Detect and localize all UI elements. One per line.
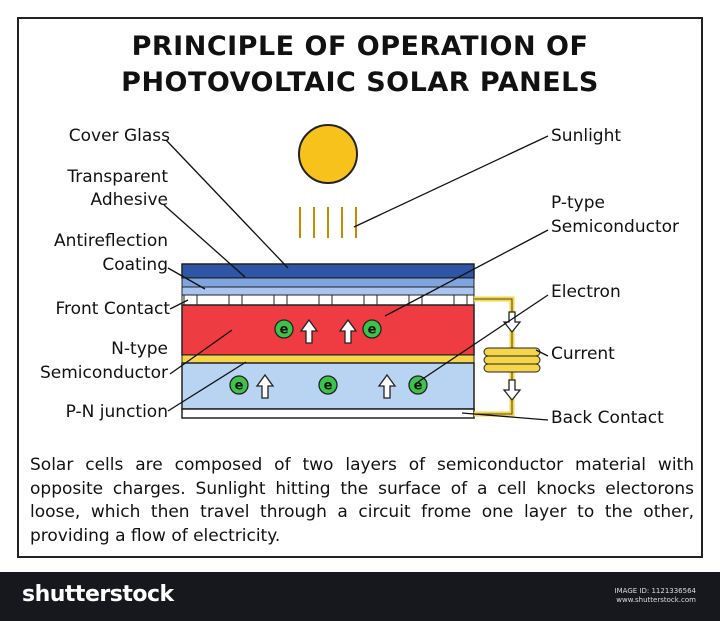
label-electron: Electron	[551, 282, 621, 302]
label-cover-glass: Cover Glass	[68, 126, 170, 146]
sun-icon	[298, 124, 358, 184]
label-p-semiconductor: Semiconductor	[551, 217, 680, 237]
image-id-block: IMAGE ID: 1121336564 www.shutterstock.co…	[615, 587, 696, 605]
label-transparent: Transparent	[67, 167, 168, 187]
svg-text:e: e	[324, 379, 333, 394]
description-text: Solar cells are composed of two layers o…	[30, 455, 694, 546]
label-sunlight: Sunlight	[551, 126, 622, 146]
electron-icon: e	[229, 375, 249, 395]
current-coil	[483, 347, 541, 373]
svg-text:e: e	[280, 323, 289, 338]
label-n-type: N-type	[111, 339, 168, 359]
title-line-1: PRINCIPLE OF OPERATION OF	[131, 31, 589, 62]
cover-glass-layer	[181, 263, 475, 279]
leader-lines	[163, 135, 549, 421]
label-back-contact: Back Contact	[551, 408, 664, 428]
pn-junction-layer	[181, 354, 475, 364]
site-url: www.shutterstock.com	[616, 596, 696, 604]
electron-icon: e	[408, 375, 428, 395]
svg-text:e: e	[414, 379, 423, 394]
svg-text:e: e	[368, 323, 377, 338]
coating-layer	[181, 286, 475, 296]
label-antireflection: Antireflection	[54, 231, 168, 251]
back-contact-layer	[181, 408, 475, 419]
image-id: IMAGE ID: 1121336564	[614, 587, 696, 595]
sunlight-rays	[299, 207, 357, 238]
electron-icons: e e e e e	[229, 319, 428, 395]
brand-logo: shutterstock	[22, 582, 174, 607]
label-p-type: P-type	[551, 193, 605, 213]
svg-text:e: e	[235, 379, 244, 394]
label-adhesive: Adhesive	[90, 190, 168, 210]
n-type-layer	[181, 304, 475, 356]
label-n-semiconductor: Semiconductor	[39, 363, 168, 383]
label-front-contact: Front Contact	[55, 299, 170, 319]
footer-bar: shutterstock IMAGE ID: 1121336564 www.sh…	[0, 572, 720, 621]
solar-panel-diagram: e e e e e	[163, 124, 549, 421]
electron-icon: e	[318, 375, 338, 395]
label-current: Current	[551, 344, 615, 364]
title-line-2: PHOTOVOLTAIC SOLAR PANELS	[121, 67, 599, 98]
up-arrow-icon	[255, 318, 397, 399]
adhesive-layer	[181, 277, 475, 288]
electron-icon: e	[274, 319, 294, 339]
electron-icon: e	[362, 319, 382, 339]
label-pn-junction: P-N junction	[65, 402, 168, 422]
front-contact-grid	[181, 294, 475, 306]
label-coating: Coating	[102, 255, 168, 275]
